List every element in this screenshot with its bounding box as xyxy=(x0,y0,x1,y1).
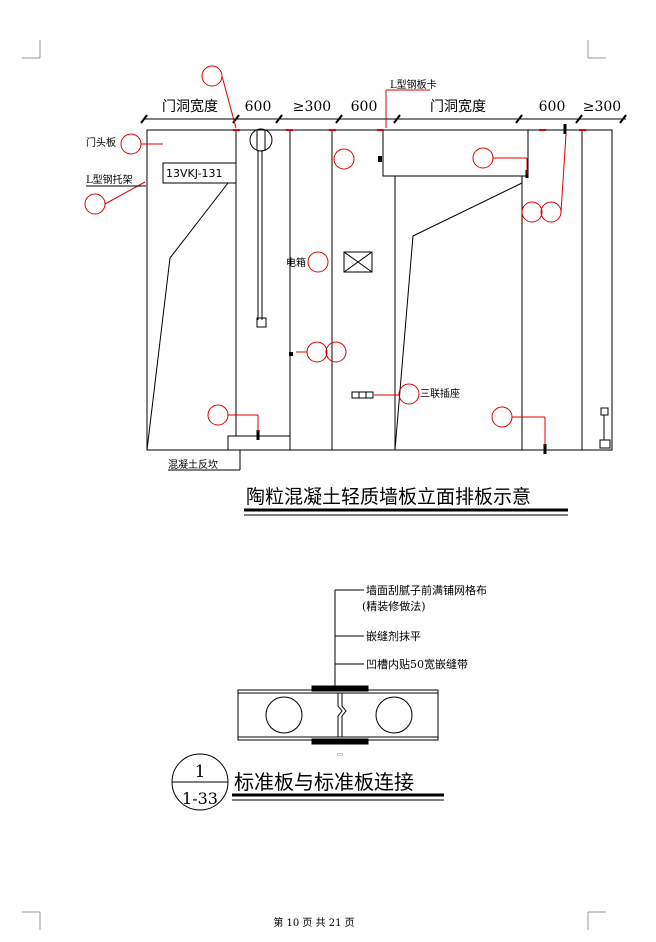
wall-panels xyxy=(146,128,613,451)
dim-600-2: 600 xyxy=(351,99,378,115)
note-tape: 凹槽内贴50宽嵌缝带 xyxy=(366,657,468,671)
note-mesh: 墙面刮腻子前满铺网格布 xyxy=(366,583,487,597)
elevation-drawing: 门洞宽度 600 ≥300 600 门洞宽度 600 ≥300 xyxy=(84,65,627,516)
page-footer: 第 10 页 共 21 页 xyxy=(273,916,354,929)
label-electric-box: 电箱 xyxy=(286,256,306,269)
dim-300-2: ≥300 xyxy=(583,99,621,115)
red-callouts xyxy=(84,65,567,446)
elevation-title: 陶粒混凝土轻质墙板立面排板示意 xyxy=(246,486,531,508)
dim-600-1: 600 xyxy=(245,99,272,115)
label-door-head-board: 门头板 xyxy=(86,136,116,149)
crop-marks xyxy=(22,40,606,930)
dim-door-width-2: 门洞宽度 xyxy=(430,98,486,115)
reference-bubble: 1 1-33 xyxy=(171,753,229,811)
ref-page: 1-33 xyxy=(182,789,218,808)
label-beam-code: 13VKJ-131 xyxy=(166,167,223,180)
label-triple-socket: 三联插座 xyxy=(420,387,460,400)
joint-title: 标准板与标准板连接 xyxy=(234,770,414,794)
dim-door-width-1: 门洞宽度 xyxy=(162,98,218,115)
joint-detail: ▭ 墙面刮腻子前满铺网格布 (精装修做法) 嵌缝剂抹平 凹槽内贴50宽嵌缝带 1… xyxy=(171,583,487,811)
dim-600-3: 600 xyxy=(539,99,566,115)
accent-mark: ▭ xyxy=(337,750,344,758)
note-caulk: 嵌缝剂抹平 xyxy=(366,629,421,643)
dimension-line xyxy=(140,114,627,124)
label-l-steel-plate: L型钢板卡 xyxy=(390,78,437,91)
connector-ticks xyxy=(256,124,567,454)
joint-panels xyxy=(237,589,439,745)
label-concrete-curb: 混凝土反坎 xyxy=(168,458,218,471)
ref-number: 1 xyxy=(195,762,206,782)
label-l-steel-clamp: L型钢托架 xyxy=(86,173,133,186)
note-finish: (精装修做法) xyxy=(362,599,426,613)
dim-300-1: ≥300 xyxy=(293,99,331,115)
